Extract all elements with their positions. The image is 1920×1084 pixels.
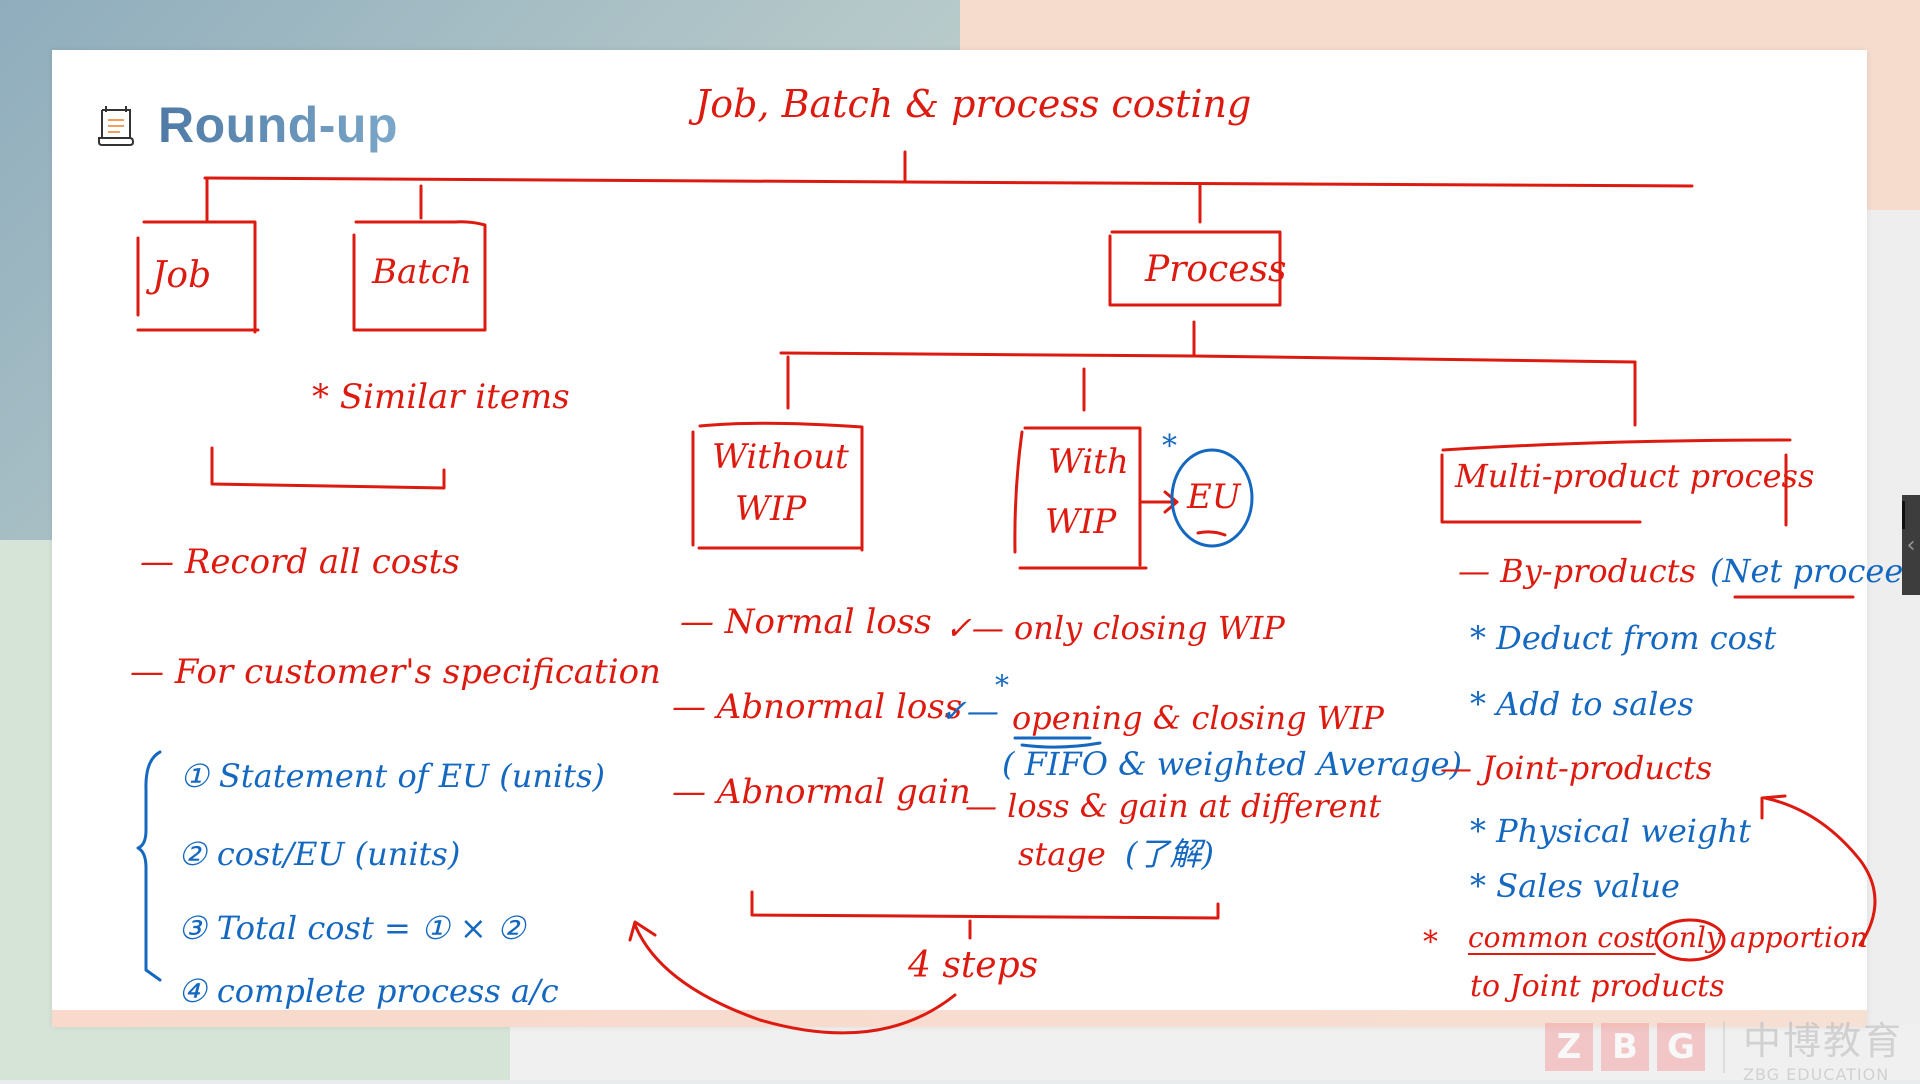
without-wip-label-2: WIP — [735, 489, 807, 529]
process-child-hbar — [779, 351, 1637, 364]
multi-product-box — [1440, 438, 1792, 527]
watermark-letter-b: B — [1601, 1023, 1649, 1071]
slide-footer-band — [52, 1010, 1867, 1027]
batch-note: * Similar items — [312, 377, 570, 417]
zbg-watermark: Z B G 中博教育 ZBG EDUCATION — [1545, 1010, 1903, 1084]
chevron-left-icon: ‹ — [1906, 532, 1916, 558]
with-wip-label-1: With — [1048, 442, 1129, 482]
by-products: — By-products — [1458, 552, 1696, 590]
root-hbar — [203, 176, 1694, 188]
steps-arrow — [628, 920, 957, 1035]
watermark-cn: 中博教育 — [1743, 1019, 1904, 1063]
step-4: ④ complete process a/c — [178, 972, 559, 1010]
step-1: ① Statement of EU (units) — [180, 757, 605, 795]
watermark-letter-z: Z — [1545, 1023, 1593, 1071]
batch-label: Batch — [372, 252, 472, 292]
without-wip-label-1: Without — [712, 437, 849, 477]
batch-box — [352, 220, 487, 332]
joint-arrow — [1760, 794, 1877, 947]
steps-label: 4 steps — [908, 945, 1039, 986]
watermark-letter-g: G — [1657, 1023, 1705, 1071]
without-wip-box — [691, 421, 864, 552]
only-emphasis: only — [1662, 921, 1722, 954]
job-label: Job — [152, 255, 212, 296]
step-2: ② cost/EU (units) — [178, 835, 461, 873]
slide-canvas — [52, 50, 1867, 1027]
slide-title: Round-up — [158, 97, 399, 153]
process-label: Process — [1145, 249, 1287, 290]
joint-products: — Joint-products — [1440, 749, 1713, 787]
only-closing-wip: ✓— only closing WIP — [945, 609, 1285, 647]
root-connectors — [203, 150, 1694, 224]
apportion: apportion — [1730, 921, 1868, 954]
job-batch-note-spec: — For customer's specification — [130, 652, 661, 692]
eu-label: EU — [1187, 477, 1241, 517]
slide-header: Round-up — [96, 96, 398, 154]
with-wip-box — [1013, 426, 1148, 570]
opening-check: ✓— — [940, 692, 999, 730]
process-box — [1108, 230, 1282, 307]
opening-closing-wip: opening & closing WIP — [1012, 699, 1384, 737]
root-label: Job, Batch & process costing — [695, 82, 1252, 126]
eu-underline — [1196, 530, 1227, 537]
only-circle — [1654, 918, 1726, 962]
physical-weight: * Physical weight — [1470, 812, 1751, 850]
steps-bracket — [750, 890, 1220, 940]
job-batch-note-record: — Record all costs — [140, 542, 460, 582]
notepad-icon — [96, 104, 136, 146]
add-to-sales: * Add to sales — [1470, 685, 1694, 723]
deduct-from-cost: * Deduct from cost — [1470, 619, 1777, 657]
watermark-en: ZBG EDUCATION — [1743, 1065, 1890, 1084]
sales-value: * Sales value — [1470, 867, 1680, 905]
with-wip-label-2: WIP — [1045, 502, 1117, 542]
steps-brace — [136, 750, 162, 982]
side-panel-toggle[interactable]: ‹ — [1902, 495, 1920, 595]
step-3: ③ Total cost = ① × ② — [178, 909, 526, 947]
abnormal-gain: — Abnormal gain — [672, 772, 971, 812]
job-batch-bracket — [210, 446, 446, 490]
eu-arrow — [1140, 490, 1179, 514]
to-joint-products: to Joint products — [1470, 969, 1725, 1004]
opening-underline — [1013, 736, 1102, 749]
eu-circle — [1170, 448, 1254, 548]
watermark-text: 中博教育 ZBG EDUCATION — [1743, 1010, 1903, 1084]
abnormal-loss: — Abnormal loss — [672, 687, 963, 727]
loss-gain-note: (了解) — [1125, 835, 1214, 873]
watermark-separator — [1723, 1021, 1725, 1073]
fifo-weighted-average: ( FIFO & weighted Average) — [1002, 745, 1462, 783]
multi-product-label: Multi-product process — [1455, 457, 1815, 495]
loss-gain-stages-1: — loss & gain at different — [965, 787, 1382, 825]
loss-gain-stages-2: stage — [1018, 835, 1106, 873]
common-cost: common cost — [1468, 921, 1656, 954]
eu-star: * — [1162, 429, 1177, 464]
normal-loss: — Normal loss — [680, 602, 932, 642]
opening-star: * — [995, 669, 1009, 702]
job-box — [136, 220, 260, 334]
common-cost-star: * — [1423, 925, 1438, 960]
handle-bar — [1902, 501, 1905, 529]
net-proceeds: (Net proceeds) — [1710, 552, 1920, 590]
